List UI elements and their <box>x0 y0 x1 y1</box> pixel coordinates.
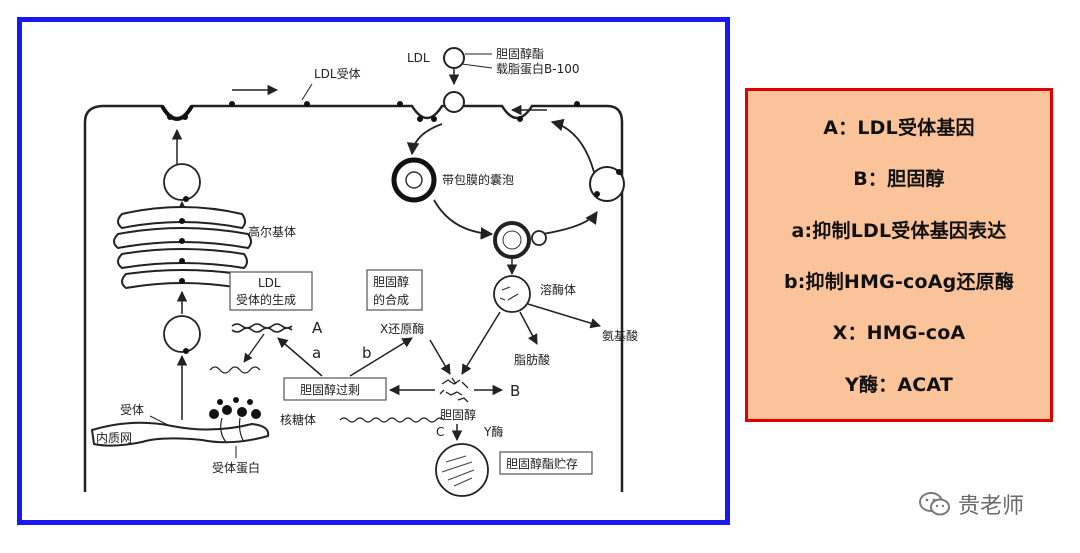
box-cholesterol-synthesis <box>366 269 423 311</box>
label-cholesterol-synthesis-2: 的合成 <box>373 292 409 307</box>
label-inhibit-a: a <box>312 344 321 362</box>
label-x-reductase: X还原酶 <box>380 321 424 336</box>
left-vesicle-bottom <box>163 315 201 353</box>
legend-line-y: Y酶：ACAT <box>845 373 953 396</box>
diagram-frame: LDL 胆固醇酯 载脂蛋白B-100 LDL受体 带包膜的囊泡 溶酶体 <box>17 17 730 525</box>
label-apo-b100: 载脂蛋白B-100 <box>496 61 579 76</box>
cholesterol-pool <box>439 377 469 403</box>
legend-line-b: B：胆固醇 <box>853 168 945 191</box>
mrna <box>209 366 261 374</box>
label-product-b: B <box>510 382 520 400</box>
label-fatty-acid: 脂肪酸 <box>514 352 550 367</box>
cell-diagram: LDL 胆固醇酯 载脂蛋白B-100 LDL受体 带包膜的囊泡 溶酶体 <box>83 46 638 497</box>
label-er: 内质网 <box>96 431 132 445</box>
label-gene-a: A <box>312 319 323 337</box>
ldl-in-pit <box>443 91 465 113</box>
label-cholesteryl-ester: 胆固醇酯 <box>496 46 544 61</box>
legend-line-a: A：LDL受体基因 <box>823 117 975 140</box>
ribosome-cluster <box>209 397 261 419</box>
label-receptor-protein: 受体蛋白 <box>212 460 260 475</box>
label-cholesterol-excess: 胆固醇过剩 <box>300 382 360 397</box>
legend-line-x: X：HMG-coA <box>832 322 966 345</box>
cell-membrane <box>83 104 624 492</box>
label-receptor: 受体 <box>120 403 144 417</box>
label-inhibit-b: b <box>362 344 372 362</box>
label-ldl-top: LDL <box>407 51 430 65</box>
watermark-text: 贵老师 <box>958 494 1025 519</box>
watermark: 贵老师 <box>918 488 1024 520</box>
ribosome-mrna <box>339 417 445 423</box>
label-amino-acid: 氨基酸 <box>602 328 638 343</box>
label-cholesterol-synthesis-1: 胆固醇 <box>373 274 409 289</box>
label-ldl-receptor: LDL受体 <box>314 67 361 81</box>
lysosome <box>493 275 531 313</box>
legend-line-inhibit-a: a:抑制LDL受体基因表达 <box>791 219 1007 242</box>
left-vesicle-top <box>163 163 201 201</box>
label-y-enzyme: Y酶 <box>483 424 503 439</box>
left-coated-pit <box>160 104 194 121</box>
label-c: C <box>436 425 444 439</box>
label-cholesterol: 胆固醇 <box>440 407 476 422</box>
label-ribosome: 核糖体 <box>280 412 316 427</box>
label-receptor-synthesis-1: LDL <box>258 276 281 290</box>
label-lysosome: 溶酶体 <box>540 282 576 297</box>
label-ester-storage: 胆固醇酯贮存 <box>506 456 578 471</box>
box-cholesterol-excess <box>283 377 387 401</box>
box-receptor-synthesis <box>229 271 313 311</box>
ester-droplet <box>435 443 489 497</box>
legend-box: A：LDL受体基因 B：胆固醇 a:抑制LDL受体基因表达 b:抑制HMG-co… <box>745 88 1053 422</box>
legend-line-inhibit-b: b:抑制HMG-coAg还原酶 <box>783 271 1015 294</box>
label-coated-vesicle: 带包膜的囊泡 <box>442 172 514 187</box>
membrane-receptor-dots <box>167 101 580 122</box>
gene-dna <box>231 323 293 329</box>
ldl-particle <box>443 47 465 69</box>
label-receptor-synthesis-2: 受体的生成 <box>236 292 296 307</box>
box-ester-storage <box>499 451 593 475</box>
label-golgi: 高尔基体 <box>248 224 296 239</box>
wechat-icon <box>919 492 950 516</box>
